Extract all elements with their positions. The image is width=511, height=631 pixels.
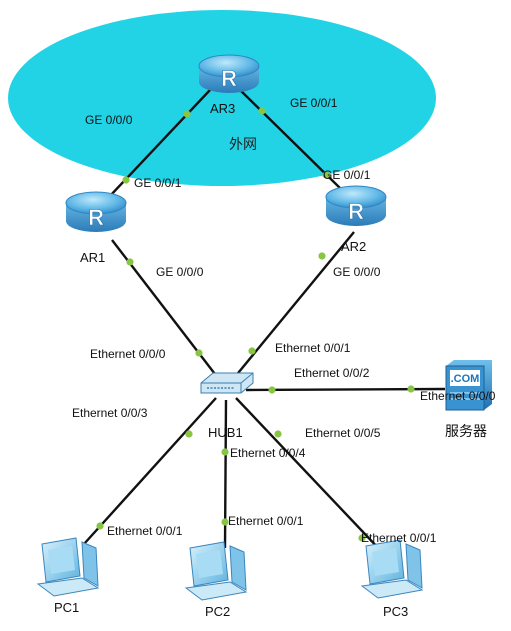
link-hub-pc3 — [235, 397, 383, 553]
port-label: Ethernet 0/0/4 — [230, 446, 306, 460]
port-label: GE 0/0/1 — [290, 96, 338, 110]
cloud-label: 外网 — [229, 136, 257, 152]
link-hub-pc2 — [223, 399, 228, 549]
port-dot — [126, 258, 134, 266]
port-dot — [122, 176, 130, 184]
link-hub-server — [245, 387, 446, 392]
port-dot — [185, 430, 193, 438]
svg-text:R: R — [88, 205, 104, 230]
link-hub-pc1 — [83, 397, 217, 545]
port-dot — [248, 347, 256, 355]
port-label: Ethernet 0/0/1 — [107, 524, 183, 538]
port-label: Ethernet 0/0/1 — [228, 514, 304, 528]
router-icon[interactable]: R — [65, 191, 127, 232]
port-dot — [318, 252, 326, 260]
port-label: Ethernet 0/0/2 — [294, 366, 370, 380]
port-dot — [195, 349, 203, 357]
router-icon[interactable]: R — [325, 185, 387, 226]
device-name-server: 服务器 — [445, 423, 487, 439]
device-name-ar1: AR1 — [80, 250, 106, 265]
device-name-pc1: PC1 — [54, 600, 80, 615]
port-label: Ethernet 0/0/1 — [275, 341, 351, 355]
port-dot — [221, 518, 229, 526]
port-label: Ethernet 0/0/1 — [361, 531, 437, 545]
port-dot — [96, 522, 104, 530]
device-name-pc2: PC2 — [205, 604, 231, 619]
port-label: Ethernet 0/0/3 — [72, 406, 148, 420]
hub-icon[interactable] — [200, 372, 254, 394]
port-dot — [258, 107, 266, 115]
server-icon[interactable]: .COM — [445, 360, 492, 411]
port-dot — [221, 448, 229, 456]
port-dot — [358, 534, 366, 542]
port-dot — [274, 430, 282, 438]
pc-icon[interactable] — [360, 539, 424, 599]
port-label: Ethernet 0/0/0 — [90, 347, 166, 361]
port-label: GE 0/0/1 — [134, 176, 182, 190]
router-icon[interactable]: R — [198, 54, 260, 93]
port-dot — [407, 385, 415, 393]
port-dot — [322, 171, 330, 179]
port-dot — [183, 110, 191, 118]
svg-text:R: R — [221, 66, 237, 91]
device-name-ar2: AR2 — [341, 239, 367, 254]
server-badge-text: .COM — [451, 373, 480, 385]
device-name-pc3: PC3 — [383, 604, 409, 619]
port-label: GE 0/0/0 — [156, 265, 204, 279]
port-label: GE 0/0/0 — [85, 113, 133, 127]
port-label: GE 0/0/0 — [333, 265, 381, 279]
svg-text:R: R — [348, 199, 364, 224]
device-name-hub1: HUB1 — [208, 425, 243, 440]
external-network-cloud — [8, 10, 436, 186]
link-ar2-hub — [233, 231, 355, 379]
pc-icon[interactable] — [184, 541, 248, 601]
port-dot — [268, 386, 276, 394]
port-label: Ethernet 0/0/5 — [305, 426, 381, 440]
device-name-ar3: AR3 — [210, 101, 236, 116]
port-label: GE 0/0/1 — [323, 168, 371, 182]
pc-icon[interactable] — [36, 537, 100, 597]
port-label: Ethernet 0/0/0 — [420, 389, 496, 403]
